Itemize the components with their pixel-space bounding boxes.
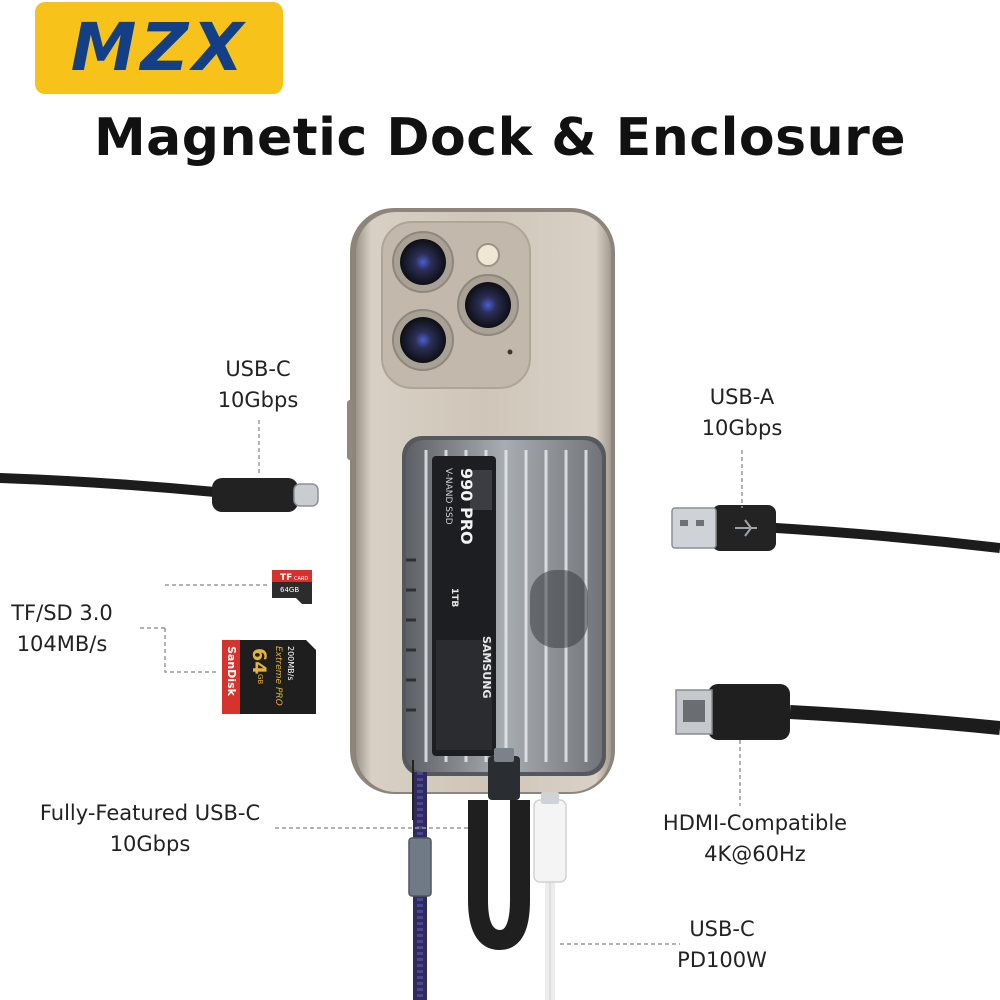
sd-card-line: Extreme PRO: [273, 646, 283, 706]
label-usb-c-top: USB-C 10Gbps: [196, 354, 320, 416]
label-tf-sd-speed: 104MB/s: [16, 632, 108, 656]
label-usb-c-full-name: Fully-Featured USB-C: [39, 801, 261, 825]
label-hdmi-spec: 4K@60Hz: [704, 842, 806, 866]
label-usb-a-name: USB-A: [709, 385, 775, 409]
label-usb-a-speed: 10Gbps: [701, 416, 783, 440]
sd-card-brand: SanDisk: [225, 646, 238, 697]
usb-c-cable-left: [0, 473, 319, 512]
label-hdmi: HDMI-Compatible 4K@60Hz: [648, 808, 862, 870]
usb-a-cable: [671, 505, 1000, 553]
leader-lines: [140, 420, 743, 945]
brand-logo-text: MZX: [70, 9, 248, 86]
tf-card-capacity: 64GB: [280, 586, 299, 594]
hdmi-cable: [675, 684, 1000, 740]
sd-card-capacity: 64: [248, 648, 270, 674]
label-usb-c-pd-power: PD100W: [677, 948, 767, 972]
page-title: Magnetic Dock & Enclosure: [93, 108, 907, 168]
label-usb-c-top-name: USB-C: [225, 357, 291, 381]
sd-card: SanDisk 64 GB Extreme PRO 200MB/s: [222, 640, 316, 714]
label-usb-a: USB-A 10Gbps: [680, 382, 804, 444]
ssd-capacity: 1TB: [449, 588, 459, 607]
label-tf-sd: TF/SD 3.0 104MB/s: [0, 598, 124, 660]
label-hdmi-name: HDMI-Compatible: [662, 811, 848, 835]
label-usb-c-pd: USB-C PD100W: [660, 914, 784, 976]
label-usb-c-top-speed: 10Gbps: [217, 388, 299, 412]
bottom-cables: [408, 748, 567, 1000]
tf-card: TF CARD 64GB: [272, 570, 312, 604]
ssd: V-NAND SSD 990 PRO 1TB SAMSUNG: [432, 456, 496, 756]
label-tf-sd-name: TF/SD 3.0: [11, 601, 113, 625]
brand-logo: MZX: [35, 2, 283, 94]
label-usb-c-pd-name: USB-C: [689, 917, 755, 941]
tf-card-type: TF: [280, 573, 292, 583]
sd-card-unit: GB: [256, 674, 264, 684]
label-usb-c-full: Fully-Featured USB-C 10Gbps: [10, 798, 290, 860]
sd-card-speed: 200MB/s: [286, 646, 295, 681]
ssd-brand: SAMSUNG: [480, 636, 493, 698]
ssd-line1: V-NAND SSD: [443, 468, 453, 525]
dock-enclosure: V-NAND SSD 990 PRO 1TB SAMSUNG: [402, 436, 606, 776]
tf-card-sub: CARD: [294, 576, 308, 582]
label-usb-c-full-speed: 10Gbps: [109, 832, 191, 856]
ssd-line2: 990 PRO: [457, 468, 476, 545]
